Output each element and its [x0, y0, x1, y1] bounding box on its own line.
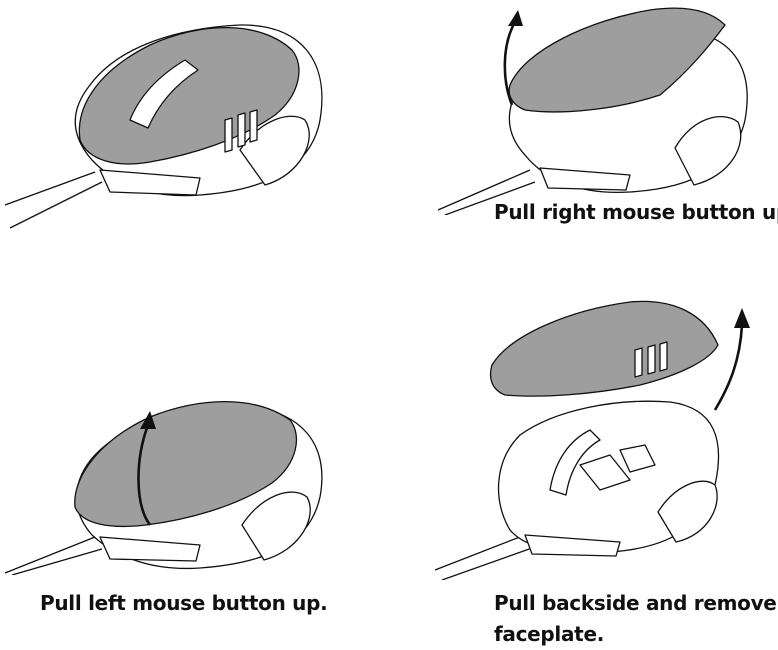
side-grip [241, 491, 311, 561]
step-2-caption: Pull right mouse button up. [494, 200, 778, 224]
mouse-illustration-faceplate-removed [434, 300, 750, 580]
mouse-illustration-right-button [437, 7, 748, 215]
arrow-up-icon [137, 411, 156, 526]
step-3-caption: Pull left mouse button up. [40, 591, 328, 615]
scroll-wheel [129, 59, 199, 129]
arrow-up-icon [713, 308, 750, 411]
side-grip [657, 480, 718, 543]
mouse-cable [437, 169, 536, 215]
right-button-shell [508, 7, 726, 113]
mouse-cable [4, 536, 103, 575]
mouse-illustration-assembled [4, 24, 323, 229]
mouse-illustration-left-button [4, 401, 323, 575]
step-4-caption: Pull backside and remove faceplate. [494, 588, 777, 650]
step-4-panel [430, 290, 778, 580]
step-1-panel [0, 0, 389, 240]
front-grille [539, 167, 631, 191]
step-2-panel [430, 0, 778, 215]
side-grip [674, 116, 742, 186]
step-4-caption-line-1: Pull backside and remove [494, 591, 777, 615]
front-grille [99, 536, 201, 562]
arrow-up-icon [503, 10, 523, 106]
mouse-cable [434, 534, 533, 580]
faceplate [489, 300, 719, 397]
front-grille [99, 169, 201, 196]
left-button-shell [74, 401, 298, 528]
mouse-cable [4, 171, 103, 229]
internal-wheel [549, 429, 601, 496]
step-3-panel [0, 385, 389, 575]
step-4-caption-line-2: faceplate. [494, 622, 605, 646]
front-grille [524, 534, 621, 557]
